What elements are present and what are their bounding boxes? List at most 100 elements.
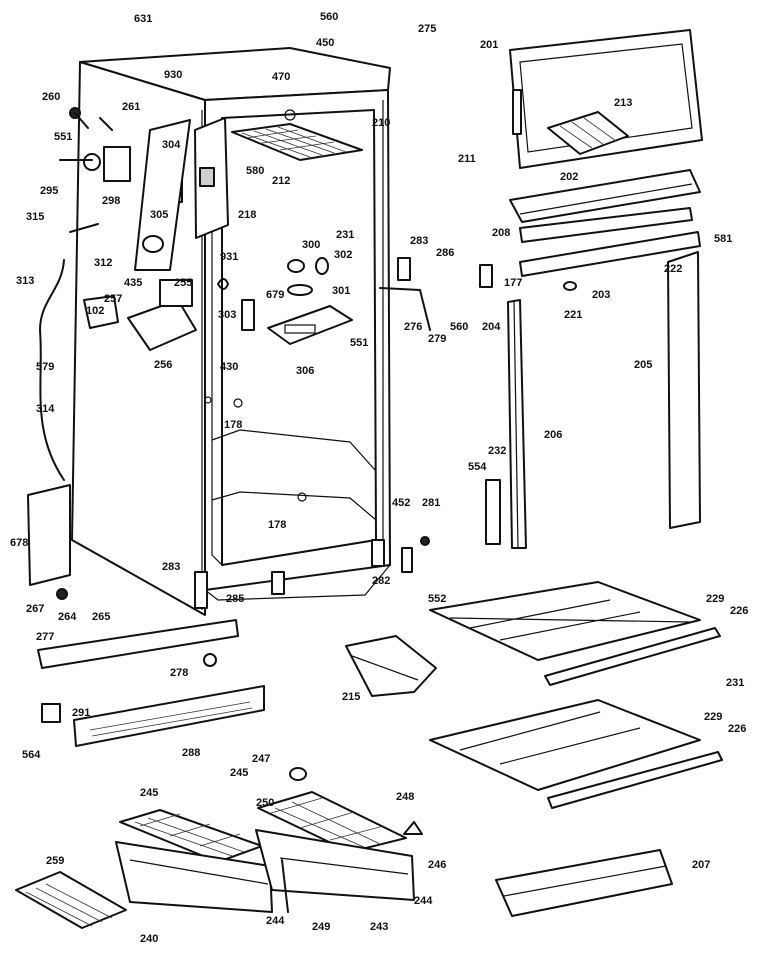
side-parts — [59, 107, 197, 351]
label-281: 281 — [422, 497, 440, 509]
callout-labels: 631 560 275 450 201 930 470 213 260 261 … — [10, 11, 748, 945]
label-243: 243 — [370, 921, 388, 933]
label-177: 177 — [504, 277, 522, 289]
label-313: 313 — [16, 275, 34, 287]
label-247: 247 — [252, 753, 270, 765]
label-218: 218 — [238, 209, 256, 221]
label-300: 300 — [302, 239, 320, 251]
control-panel — [134, 117, 229, 271]
label-203: 203 — [592, 289, 610, 301]
label-278: 278 — [170, 667, 188, 679]
freezer-shelf — [231, 123, 363, 161]
label-248: 248 — [396, 791, 414, 803]
label-240: 240 — [140, 933, 158, 945]
label-245: 245 — [140, 787, 158, 799]
label-304: 304 — [162, 139, 181, 151]
label-267: 267 — [26, 603, 44, 615]
label-206: 206 — [544, 429, 562, 441]
base-rail-277 — [37, 619, 239, 669]
label-279: 279 — [428, 333, 446, 345]
label-221: 221 — [564, 309, 582, 321]
label-581: 581 — [714, 233, 732, 245]
label-435: 435 — [124, 277, 142, 289]
side-panel — [27, 484, 71, 586]
label-450: 450 — [316, 37, 334, 49]
label-303: 303 — [218, 309, 236, 321]
label-229: 229 — [704, 711, 722, 723]
label-551: 551 — [350, 337, 368, 349]
label-315: 315 — [26, 211, 44, 223]
label-210: 210 — [372, 117, 390, 129]
label-229: 229 — [706, 593, 724, 605]
door-strip-203 — [519, 231, 701, 277]
label-211: 211 — [458, 153, 476, 165]
drain-tube — [39, 259, 65, 481]
crisper-pan-right — [255, 829, 415, 901]
door-shelf-202 — [509, 169, 701, 223]
label-679: 679 — [266, 289, 284, 301]
door-panel-205 — [667, 251, 701, 529]
label-246: 246 — [428, 859, 446, 871]
door-gasket-206 — [507, 299, 527, 549]
label-205: 205 — [634, 359, 652, 371]
label-215: 215 — [342, 691, 360, 703]
label-265: 265 — [92, 611, 110, 623]
label-678: 678 — [10, 537, 28, 549]
fan-assembly — [217, 257, 353, 345]
label-283: 283 — [410, 235, 428, 247]
label-202: 202 — [560, 171, 578, 183]
label-314: 314 — [36, 403, 55, 415]
label-222: 222 — [664, 263, 682, 275]
label-564: 564 — [22, 749, 41, 761]
label-291: 291 — [72, 707, 90, 719]
label-551: 551 — [54, 131, 72, 143]
label-430: 430 — [220, 361, 238, 373]
crisper-pan-left — [115, 841, 273, 913]
label-226: 226 — [730, 605, 748, 617]
label-560: 560 — [320, 11, 338, 23]
label-631: 631 — [134, 13, 152, 25]
glass-shelf-lower — [429, 699, 723, 809]
label-261: 261 — [122, 101, 140, 113]
label-178: 178 — [224, 419, 242, 431]
label-306: 306 — [296, 365, 314, 377]
label-312: 312 — [94, 257, 112, 269]
butter-dish — [345, 635, 437, 697]
label-260: 260 — [42, 91, 60, 103]
label-286: 286 — [436, 247, 454, 259]
label-207: 207 — [692, 859, 710, 871]
label-579: 579 — [36, 361, 54, 373]
label-282: 282 — [372, 575, 390, 587]
label-285: 285 — [226, 593, 244, 605]
label-226: 226 — [728, 723, 746, 735]
label-470: 470 — [272, 71, 290, 83]
refrigerator-cabinet — [71, 47, 391, 616]
label-305: 305 — [150, 209, 168, 221]
label-208: 208 — [492, 227, 510, 239]
label-178: 178 — [268, 519, 286, 531]
label-298: 298 — [102, 195, 120, 207]
label-257: 257 — [104, 293, 122, 305]
label-277: 277 — [36, 631, 54, 643]
label-232: 232 — [488, 445, 506, 457]
glass-shelf-upper — [429, 581, 721, 686]
label-256: 256 — [154, 359, 172, 371]
label-580: 580 — [246, 165, 264, 177]
crisper-slide-249 — [281, 859, 289, 913]
label-231: 231 — [726, 677, 744, 689]
label-295: 295 — [40, 185, 58, 197]
label-201: 201 — [480, 39, 498, 51]
label-452: 452 — [392, 497, 410, 509]
hinge-strip-232 — [485, 479, 501, 545]
label-244: 244 — [414, 895, 433, 907]
label-560: 560 — [450, 321, 468, 333]
label-244: 244 — [266, 915, 285, 927]
label-931: 931 — [220, 251, 238, 263]
label-276: 276 — [404, 321, 422, 333]
door-strip-208 — [519, 207, 693, 243]
label-930: 930 — [164, 69, 182, 81]
label-249: 249 — [312, 921, 330, 933]
label-245: 245 — [230, 767, 248, 779]
label-552: 552 — [428, 593, 446, 605]
